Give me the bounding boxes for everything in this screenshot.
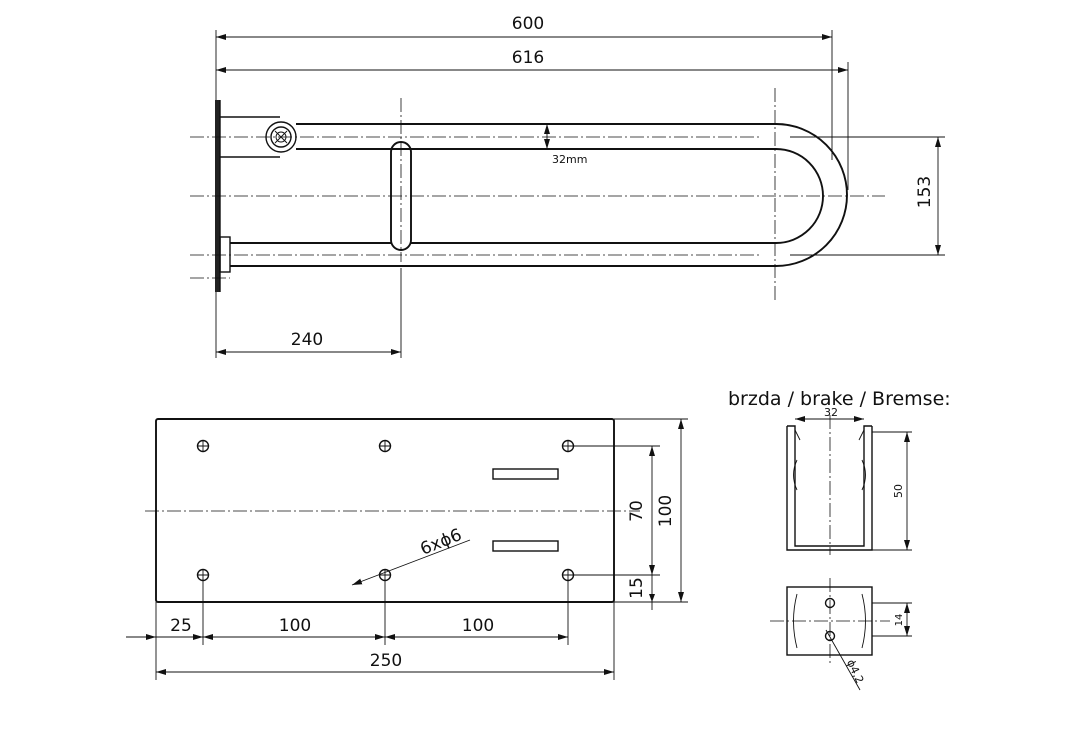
- brake-hole-icon: [824, 630, 836, 642]
- dim-100-left-label: 100: [279, 616, 311, 636]
- brake-hole-icon: [824, 597, 836, 609]
- dim-600-label: 600: [512, 14, 544, 34]
- brake-title: brzda / brake / Bremse:: [728, 388, 951, 410]
- brake-detail: brzda / brake / Bremse: 32 50 14 ϕ4,2: [728, 388, 951, 691]
- bar-outline: [230, 123, 848, 267]
- plate-holes: [196, 439, 575, 582]
- holes-spec-label: 6xϕ6: [417, 525, 464, 560]
- plate-slot-lower: [492, 540, 559, 552]
- dim-25-label: 25: [170, 616, 192, 636]
- dim-616-label: 616: [512, 48, 544, 68]
- brake-dim-50-label: 50: [892, 484, 905, 498]
- plate-slot-upper: [492, 468, 559, 480]
- dim-15-label: 15: [627, 577, 647, 599]
- dim-250-label: 250: [370, 651, 402, 671]
- brake-hole-spec-label: ϕ4,2: [844, 658, 866, 686]
- brake-profile: [787, 425, 872, 547]
- holes-leader-line: [351, 539, 471, 586]
- brake-dim-14-label: 14: [894, 614, 905, 627]
- grab-bar-view: 600 616 32mm 153 240: [190, 14, 945, 358]
- dim-240-label: 240: [291, 330, 323, 350]
- hinge-bracket: [220, 116, 280, 158]
- dim-153-label: 153: [915, 176, 935, 208]
- dim-100-right-label: 100: [462, 616, 494, 636]
- dim-100-vertical-label: 100: [656, 495, 676, 527]
- brake-dim-32-label: 32: [824, 406, 838, 419]
- mounting-plate-view: 70 100 15 6xϕ6 25 100 100 250: [126, 418, 688, 680]
- dim-32mm-label: 32mm: [552, 153, 587, 166]
- dim-70-label: 70: [627, 500, 647, 522]
